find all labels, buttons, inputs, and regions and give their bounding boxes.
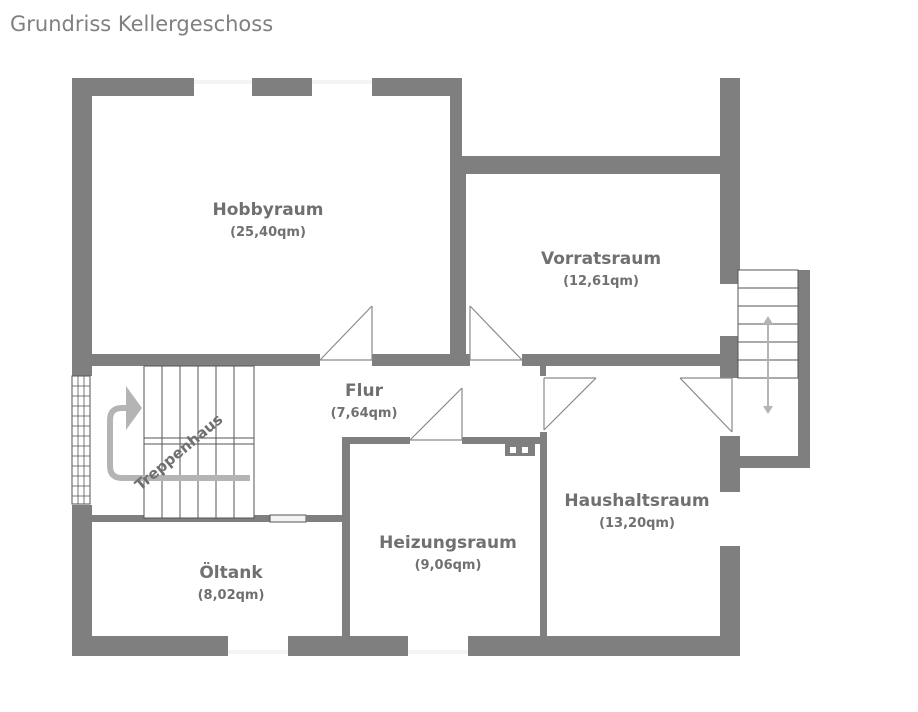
window-top-1 (194, 80, 252, 84)
window-treppenhaus (71, 375, 91, 505)
label-flur: Flur (345, 381, 384, 401)
ext-stair-wall-bottom (736, 456, 810, 468)
stairs-treppenhaus (143, 365, 255, 519)
wall-right-top (720, 78, 740, 284)
area-hobbyraum: (25,40qm) (230, 225, 306, 240)
door-haushaltsraum-left (543, 377, 597, 431)
wall-vorrat-top (450, 156, 740, 174)
area-heizungsraum: (9,06qm) (415, 558, 482, 573)
area-haushaltsraum: (13,20qm) (599, 516, 675, 531)
area-flur: (7,64qm) (331, 406, 398, 421)
stair-arrow (107, 405, 250, 481)
wall-hobby-bottom-1 (72, 354, 320, 366)
wall-bottom-1 (72, 636, 228, 656)
wall-left-lower (72, 505, 92, 655)
label-haushaltsraum: Haushaltsraum (564, 491, 709, 511)
wall-heizung-top-2 (462, 437, 546, 444)
wall-right-bottom (720, 546, 740, 656)
window-top-2 (312, 80, 372, 84)
wall-oeltank-top-2 (306, 515, 346, 522)
window-bottom-1 (228, 650, 288, 654)
area-oeltank: (8,02qm) (198, 588, 265, 603)
chimney-flue-1 (510, 447, 516, 453)
wall-top-1 (72, 78, 194, 96)
wall-vorrat-bottom (522, 354, 740, 366)
wall-hobby-bottom-2 (372, 354, 470, 366)
wall-heizung-left (342, 437, 350, 637)
area-vorratsraum: (12,61qm) (563, 274, 639, 289)
wall-right-lower (720, 436, 740, 492)
door-hobbyraum (319, 305, 373, 361)
opening-oeltank (269, 514, 307, 523)
chimney (505, 444, 535, 456)
wall-bottom-2 (288, 636, 408, 656)
ext-stair-arrow (763, 316, 773, 414)
door-heizungsraum (409, 387, 463, 441)
stair-arrow-head (126, 386, 142, 430)
wall-top-2 (252, 78, 312, 96)
label-vorratsraum: Vorratsraum (541, 249, 661, 269)
chimney-flue-2 (522, 447, 528, 453)
wall-heizung-right (540, 432, 547, 637)
door-haushaltsraum-right (679, 377, 733, 433)
wall-vorrat-left (456, 156, 466, 366)
wall-bottom-3 (468, 636, 740, 656)
plan-title: Grundriss Kellergeschoss (10, 12, 274, 36)
wall-heizung-top-1 (342, 437, 410, 444)
wall-top-3 (372, 78, 462, 96)
wall-left-upper (72, 78, 92, 376)
label-hobbyraum: Hobbyraum (213, 200, 324, 220)
label-oeltank: Öltank (199, 561, 263, 583)
window-bottom-2 (408, 650, 468, 654)
ext-stair-wall-right (798, 270, 810, 468)
door-vorratsraum (469, 305, 523, 361)
wall-flur-stub (540, 366, 546, 376)
label-heizungsraum: Heizungsraum (379, 533, 517, 553)
